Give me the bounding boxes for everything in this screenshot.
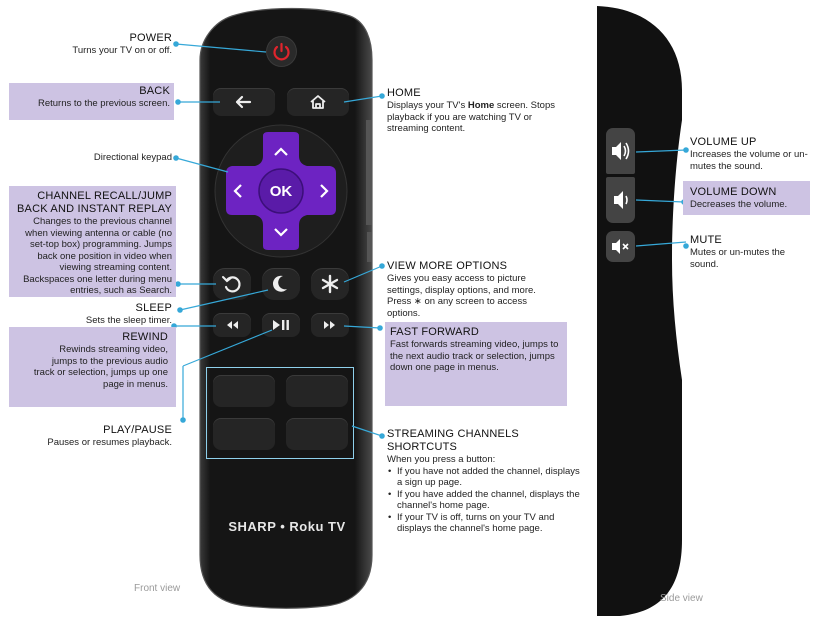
power-button[interactable] [267, 37, 296, 66]
home-title: HOME [387, 87, 421, 99]
shortcuts-intro: When you press a button: [387, 454, 496, 465]
side-view-caption: Side view [660, 593, 703, 604]
mute-title: MUTE [690, 234, 722, 246]
play-pause-button[interactable] [262, 313, 300, 337]
play-pause-desc: Pauses or resumes playback. [47, 437, 172, 448]
volume-up-desc: Increases the volume or un-mutes the sou… [690, 149, 808, 172]
home-desc: Displays your TV's Home screen. Stops pl… [387, 100, 555, 134]
home-button[interactable] [287, 88, 349, 116]
view-more-label: VIEW MORE OPTIONS Gives you easy access … [387, 260, 547, 319]
sleep-desc: Sets the sleep timer. [85, 315, 172, 326]
volume-down-title: VOLUME DOWN [690, 186, 777, 198]
mute-desc: Mutes or un-mutes the sound. [690, 247, 786, 270]
shortcut-buttons-frame [206, 367, 354, 459]
home-icon [310, 95, 326, 109]
volume-up-title: VOLUME UP [690, 136, 757, 148]
shortcuts-bullet: If you have added the channel, displays … [388, 489, 582, 512]
shortcuts-bullet: If you have not added the channel, displ… [388, 466, 582, 489]
mute-label: MUTE Mutes or un-mutes the sound. [690, 234, 800, 270]
shortcut-button-3[interactable] [213, 418, 275, 450]
play-pause-label: PLAY/PAUSE Pauses or resumes playback. [20, 424, 172, 449]
rewind-title: REWIND [122, 331, 168, 343]
asterisk-icon [321, 274, 339, 294]
sleep-title: SLEEP [135, 302, 172, 314]
volume-up-icon [612, 142, 630, 160]
replay-icon [222, 276, 241, 293]
options-button[interactable] [311, 268, 349, 300]
ok-button[interactable]: OK [269, 183, 293, 200]
shortcut-button-2[interactable] [286, 375, 348, 407]
shortcuts-bullet: If your TV is off, turns on your TV and … [388, 512, 582, 535]
replay-button[interactable] [213, 268, 251, 300]
rewind-icon [227, 321, 238, 329]
power-label: POWER Turns your TV on or off. [20, 32, 172, 57]
moon-icon [272, 275, 287, 292]
play-pause-icon [273, 320, 289, 330]
volume-down-label: VOLUME DOWN Decreases the volume. [683, 181, 810, 215]
power-title: POWER [129, 32, 172, 44]
dpad-label: Directional keypad [20, 152, 172, 164]
volume-down-button[interactable] [606, 177, 635, 223]
dpad-center [258, 168, 304, 214]
shortcuts-label: STREAMING CHANNELS SHORTCUTS When you pr… [387, 428, 582, 535]
shortcut-button-1[interactable] [213, 375, 275, 407]
back-arrow-icon [235, 95, 252, 109]
view-more-desc: Gives you easy access to picture setting… [387, 273, 536, 319]
home-label: HOME Displays your TV's Home screen. Sto… [387, 87, 567, 135]
volume-down-desc: Decreases the volume. [690, 199, 788, 210]
back-label: BACK Returns to the previous screen. [9, 83, 174, 120]
power-icon [273, 42, 290, 61]
mute-icon [612, 239, 629, 254]
play-pause-title: PLAY/PAUSE [103, 424, 172, 436]
volume-up-button[interactable] [606, 128, 635, 174]
rewind-button[interactable] [213, 313, 251, 337]
back-desc: Returns to the previous screen. [37, 98, 170, 109]
chevron-down-icon[interactable] [271, 226, 291, 240]
shortcuts-bullets: If you have not added the channel, displ… [387, 466, 582, 535]
channel-recall-title: CHANNEL RECALL/JUMP BACK AND INSTANT REP… [17, 190, 172, 215]
front-view-caption: Front view [134, 583, 181, 594]
back-title: BACK [139, 85, 170, 97]
sleep-button[interactable] [262, 268, 300, 300]
fast-forward-label: FAST FORWARD Fast forwards streaming vid… [385, 322, 567, 406]
chevron-left-icon[interactable] [231, 181, 245, 201]
shortcuts-title: STREAMING CHANNELS SHORTCUTS [387, 428, 519, 453]
chevron-up-icon[interactable] [271, 144, 291, 158]
fast-forward-icon [324, 321, 335, 329]
remote-brand-logo: SHARP • Roku TV [228, 519, 346, 534]
rewind-desc: Rewinds streaming video, jumps to the pr… [33, 344, 168, 390]
fast-forward-button[interactable] [311, 313, 349, 337]
fast-forward-title: FAST FORWARD [390, 326, 479, 338]
back-button[interactable] [213, 88, 275, 116]
volume-up-label: VOLUME UP Increases the volume or un-mut… [690, 136, 815, 172]
shortcut-button-4[interactable] [286, 418, 348, 450]
mute-button[interactable] [606, 231, 635, 262]
view-more-title: VIEW MORE OPTIONS [387, 260, 508, 272]
power-desc: Turns your TV on or off. [72, 45, 172, 56]
dpad-desc: Directional keypad [93, 152, 172, 163]
rewind-label: REWIND Rewinds streaming video, jumps to… [9, 327, 176, 407]
channel-recall-desc: Changes to the previous channel when vie… [23, 216, 172, 296]
volume-down-icon [614, 191, 628, 209]
sleep-label: SLEEP Sets the sleep timer. [20, 302, 172, 327]
fast-forward-desc: Fast forwards streaming video, jumps to … [390, 339, 559, 373]
channel-recall-label: CHANNEL RECALL/JUMP BACK AND INSTANT REP… [9, 186, 176, 297]
chevron-right-icon[interactable] [317, 181, 331, 201]
